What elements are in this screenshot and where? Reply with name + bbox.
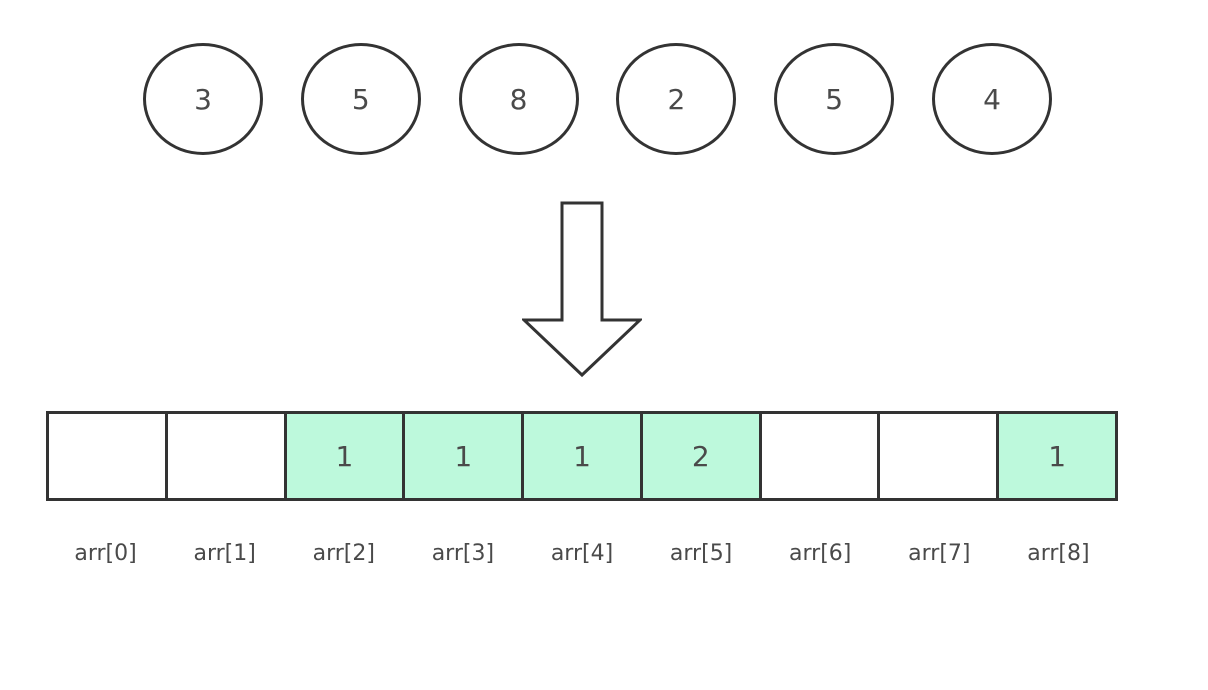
array-cell-6 xyxy=(758,411,881,501)
array-label-1: arr[1] xyxy=(193,541,256,566)
array-row: 1 1 1 2 1 xyxy=(46,411,1119,501)
array-label-6: arr[6] xyxy=(789,541,852,566)
cell-value: 1 xyxy=(454,439,473,473)
cell-value: 2 xyxy=(691,439,710,473)
array-label-3: arr[3] xyxy=(431,541,495,566)
value-circle-0: 3 xyxy=(143,43,263,155)
array-cell-5: 2 xyxy=(639,411,762,501)
cell-value: 1 xyxy=(1048,439,1067,473)
value-circle-3: 2 xyxy=(616,43,737,155)
array-label-8: arr[8] xyxy=(1027,541,1090,566)
array-cell-8: 1 xyxy=(996,411,1119,501)
array-label-5: arr[5] xyxy=(669,541,733,566)
array-label-0: arr[0] xyxy=(74,541,137,566)
value-circle-4: 5 xyxy=(774,43,895,155)
circle-value: 2 xyxy=(667,82,686,116)
circle-value: 3 xyxy=(194,82,212,116)
down-arrow-icon xyxy=(522,201,642,379)
array-cell-7 xyxy=(877,411,1000,501)
array-cell-0 xyxy=(46,411,168,501)
cell-value: 1 xyxy=(335,439,354,473)
array-cell-2: 1 xyxy=(283,411,406,501)
array-cell-4: 1 xyxy=(521,411,643,501)
circle-value: 8 xyxy=(509,82,528,116)
circle-value: 5 xyxy=(825,82,844,116)
circles-row: 3 5 8 2 5 4 xyxy=(143,43,1052,155)
array-label-4: arr[4] xyxy=(550,541,614,566)
cell-value: 1 xyxy=(573,439,591,473)
array-cell-3: 1 xyxy=(402,411,525,501)
array-label-7: arr[7] xyxy=(908,541,971,566)
array-label-2: arr[2] xyxy=(312,541,375,566)
array-cell-1 xyxy=(164,411,287,501)
value-circle-1: 5 xyxy=(300,43,421,155)
circle-value: 5 xyxy=(351,82,370,116)
value-circle-5: 4 xyxy=(931,43,1052,155)
labels-row: arr[0] arr[1] arr[2] arr[3] arr[4] arr[5… xyxy=(46,541,1118,566)
value-circle-2: 8 xyxy=(458,43,579,155)
circle-value: 4 xyxy=(983,82,1001,116)
